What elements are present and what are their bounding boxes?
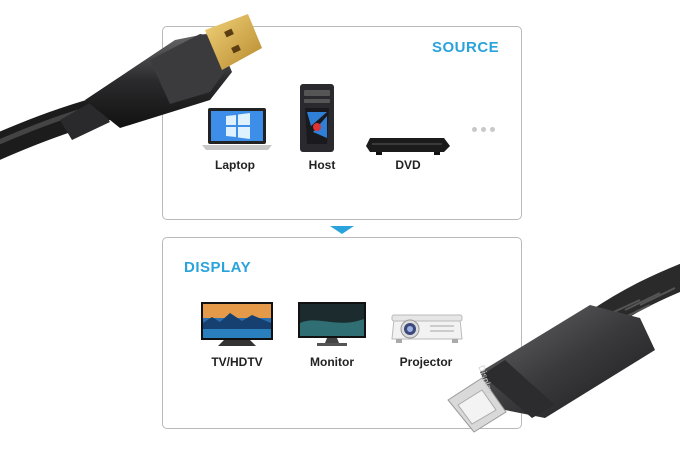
device-label-projector: Projector [399, 355, 453, 369]
device-label-laptop: Laptop [215, 158, 255, 172]
ellipsis-icon [472, 127, 495, 132]
device-label-dvd: DVD [395, 158, 421, 172]
display-title: DISPLAY [184, 259, 252, 276]
down-arrow-icon [330, 226, 354, 234]
source-title: SOURCE [432, 39, 500, 56]
device-label-tv: TV/HDTV [211, 355, 263, 369]
desktop-tower-icon [300, 84, 334, 152]
monitor-icon [298, 302, 366, 346]
device-label-host: Host [308, 158, 336, 172]
dvd-player-icon [366, 138, 450, 155]
device-label-monitor: Monitor [310, 355, 354, 369]
laptop-icon [202, 108, 272, 150]
projector-icon [391, 314, 463, 343]
tv-icon [201, 302, 273, 346]
